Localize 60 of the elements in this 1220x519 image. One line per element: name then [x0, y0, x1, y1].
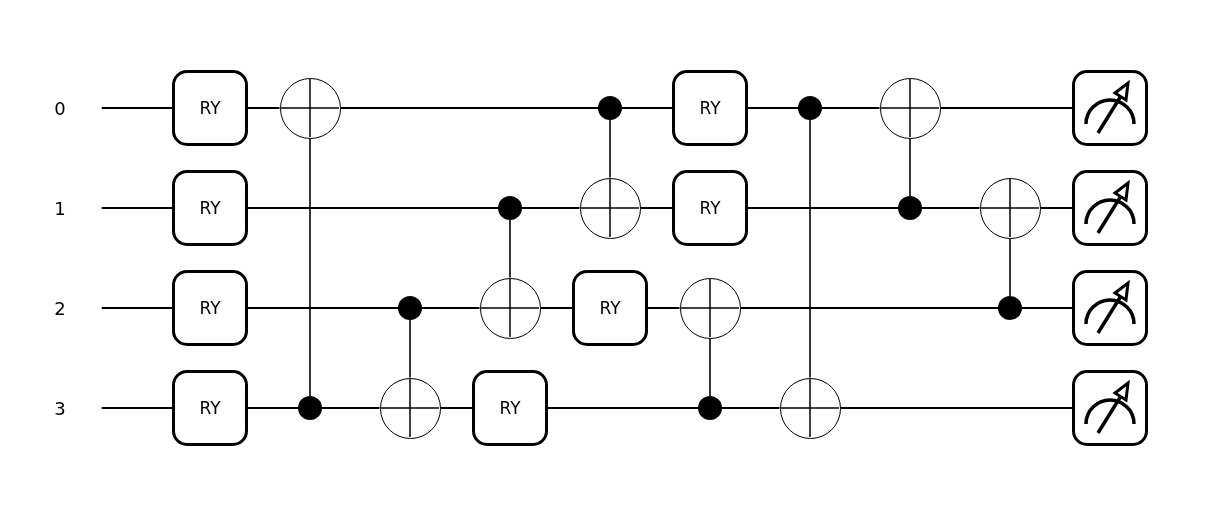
qubit-wire — [739, 307, 999, 309]
qubit-label: 3 — [54, 397, 66, 419]
qubit-wire — [421, 307, 481, 309]
control-line — [509, 219, 511, 279]
qubit-wire — [639, 207, 673, 209]
qubit-wire — [247, 307, 399, 309]
rotation-gate: RY — [172, 170, 248, 246]
qubit-wire — [721, 407, 781, 409]
rotation-gate: RY — [572, 270, 648, 346]
qubit-label: 2 — [54, 297, 66, 319]
qubit-wire — [247, 207, 499, 209]
qubit-wire — [1021, 307, 1073, 309]
control-line — [309, 137, 311, 397]
control-dot — [598, 96, 622, 120]
rotation-gate: RY — [172, 270, 248, 346]
measurement-gate — [1072, 270, 1148, 346]
qubit-wire — [939, 107, 1073, 109]
measurement-gate — [1072, 370, 1148, 446]
qubit-wire — [921, 207, 981, 209]
control-line — [809, 119, 811, 379]
control-line — [609, 119, 611, 179]
rotation-gate: RY — [172, 70, 248, 146]
control-dot — [998, 296, 1022, 320]
control-line — [909, 137, 911, 197]
qubit-label: 0 — [54, 97, 66, 119]
qubit-wire — [839, 407, 1073, 409]
qubit-wire — [539, 307, 573, 309]
control-dot — [698, 396, 722, 420]
measurement-gate — [1072, 170, 1148, 246]
qubit-wire — [100, 207, 173, 209]
qubit-wire — [247, 107, 281, 109]
qubit-wire — [647, 307, 681, 309]
qubit-wire — [747, 107, 799, 109]
control-line — [1009, 237, 1011, 297]
qubit-wire — [521, 207, 581, 209]
qubit-wire — [1039, 207, 1073, 209]
control-line — [709, 337, 711, 397]
qubit-wire — [321, 407, 381, 409]
rotation-gate: RY — [672, 170, 748, 246]
control-dot — [798, 96, 822, 120]
qubit-wire — [747, 207, 899, 209]
qubit-wire — [100, 407, 173, 409]
control-dot — [898, 196, 922, 220]
qubit-wire — [439, 407, 473, 409]
rotation-gate: RY — [172, 370, 248, 446]
qubit-wire — [621, 107, 673, 109]
qubit-wire — [247, 407, 299, 409]
qubit-label: 1 — [54, 197, 66, 219]
qubit-wire — [339, 107, 599, 109]
control-dot — [298, 396, 322, 420]
qubit-wire — [100, 307, 173, 309]
rotation-gate: RY — [472, 370, 548, 446]
rotation-gate: RY — [672, 70, 748, 146]
control-dot — [398, 296, 422, 320]
qubit-wire — [821, 107, 881, 109]
control-dot — [498, 196, 522, 220]
control-line — [409, 319, 411, 379]
measurement-gate — [1072, 70, 1148, 146]
qubit-wire — [547, 407, 699, 409]
qubit-wire — [100, 107, 173, 109]
